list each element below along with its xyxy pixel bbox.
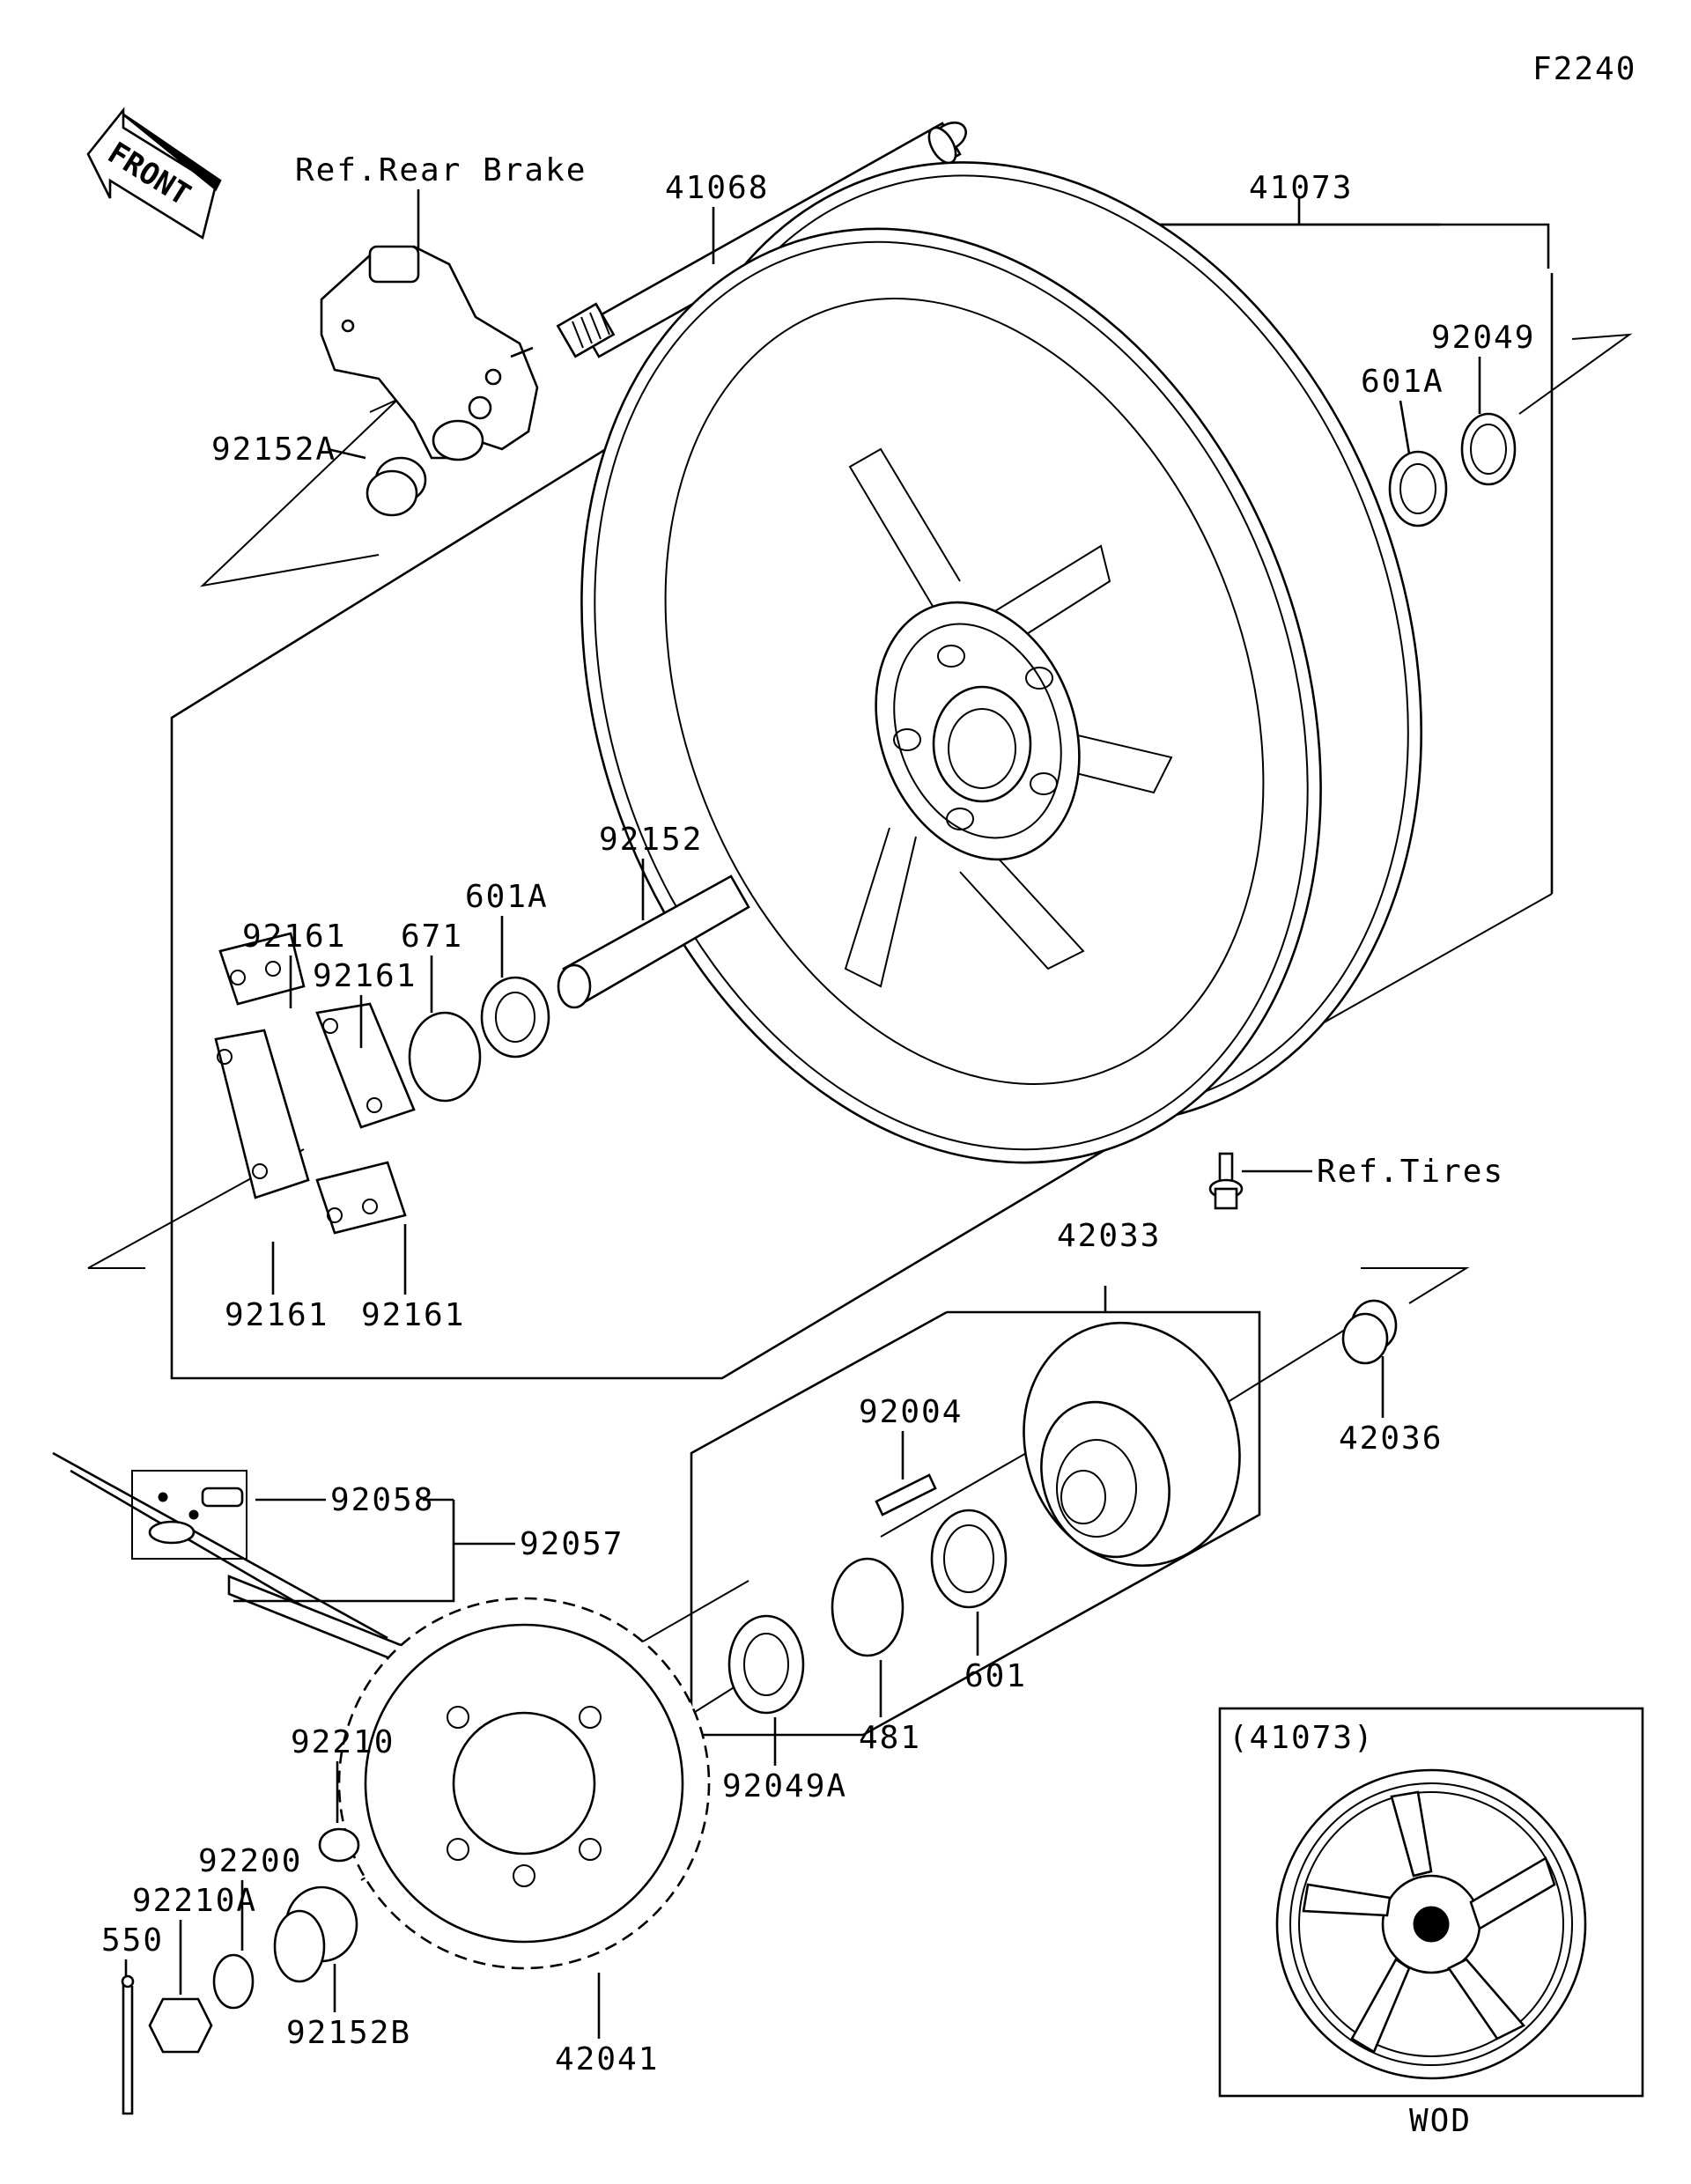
label-92152: 92152 [599,822,703,858]
label-92152B: 92152B [286,2015,411,2051]
collar-92152 [557,874,750,1009]
label-601A-top: 601A [1361,364,1444,400]
inset-box [1218,1707,1644,2098]
ref-tires: Ref.Tires [1317,1154,1504,1190]
label-41073: 41073 [1249,170,1353,206]
label-92004: 92004 [859,1394,963,1430]
label-601A-mid: 601A [465,879,549,915]
seal-92049 [1460,412,1517,486]
label-92152A: 92152A [211,432,336,468]
label-42033: 42033 [1057,1218,1161,1254]
label-92049: 92049 [1431,320,1535,356]
damper-92161-b [315,1002,416,1129]
washer-92200 [212,1953,255,2010]
stud-92004 [875,1473,937,1516]
bearing-601A-mid [480,976,550,1059]
label-92161-a: 92161 [242,919,346,955]
label-92210: 92210 [291,1724,395,1760]
label-92161-b: 92161 [313,958,417,994]
label-92049A: 92049A [722,1768,847,1804]
nut-92210 [318,1827,360,1863]
label-550: 550 [101,1922,164,1959]
inset-title: (41073) [1229,1720,1375,1756]
label-671: 671 [401,919,463,955]
damper-92161-a [218,932,306,1006]
label-481: 481 [859,1720,921,1756]
bearing-601 [930,1509,1008,1609]
collar-92152A [366,456,427,517]
label-92210A: 92210A [132,1883,257,1919]
figure-code: F2240 [1532,51,1636,87]
label-601: 601 [964,1658,1027,1694]
cotter-pin-550 [121,1974,135,2115]
label-92058: 92058 [330,1482,434,1518]
label-92057: 92057 [520,1526,624,1562]
label-92200: 92200 [198,1843,302,1879]
ref-rear-brake: Ref.Rear Brake [295,152,587,188]
castle-nut-92210A [148,1997,213,2054]
hub-42033 [1023,1321,1241,1568]
collar-42036 [1341,1299,1398,1365]
inset-caption: WOD [1409,2103,1472,2139]
circlip-481 [831,1557,905,1657]
master-link-92058 [148,1487,244,1545]
label-41068: 41068 [665,170,769,206]
wheel-41073 [580,161,1422,1164]
damper-92161-c [214,1029,310,1199]
label-42036: 42036 [1339,1420,1443,1457]
label-42041: 42041 [555,2041,659,2077]
front-arrow-icon: FRONT [86,107,222,240]
tire-valve-icon [1208,1152,1244,1210]
bearing-601A-top [1388,450,1448,528]
sprocket-42041 [337,1597,711,1970]
rear-brake-bracket [320,245,539,461]
hub-group-outline [690,1310,1261,1737]
collar-92152B [273,1885,358,1983]
damper-92161-d [315,1161,407,1235]
o-ring-671 [408,1011,482,1103]
label-92161-c: 92161 [225,1297,329,1333]
inset-wheel-icon [1275,1768,1587,2080]
seal-92049A [727,1614,805,1715]
label-92161-d: 92161 [361,1297,465,1333]
